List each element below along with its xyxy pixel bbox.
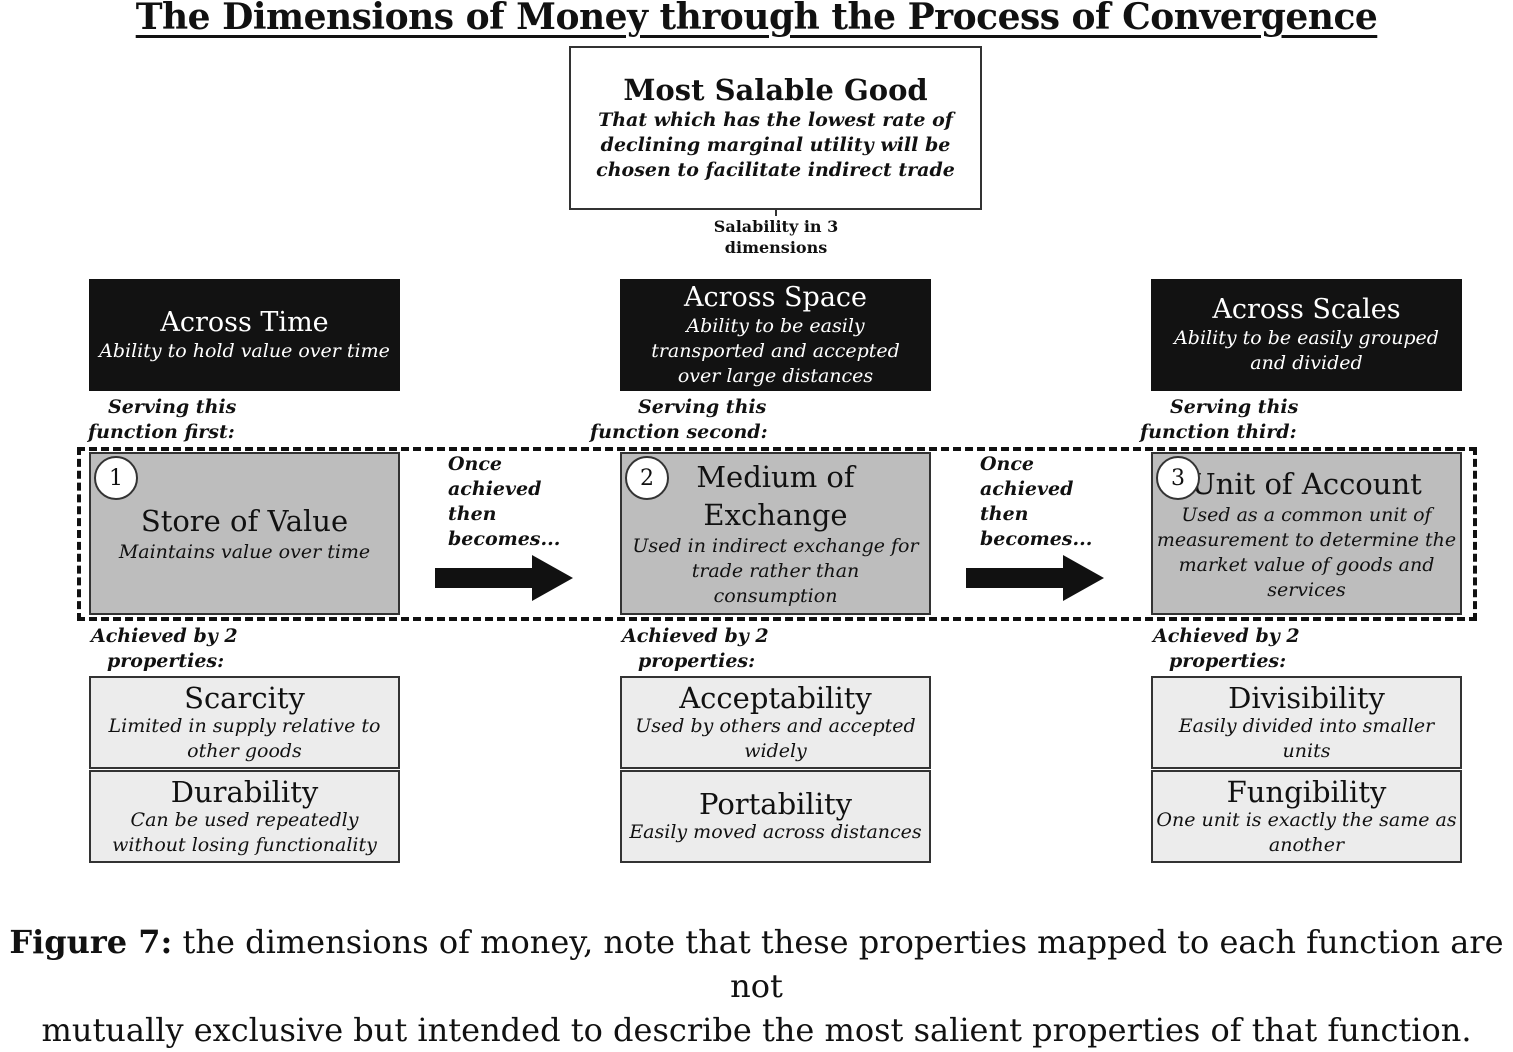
property-heading: Portability xyxy=(698,787,853,821)
caption-label: Figure 7: xyxy=(9,923,173,961)
function-description: Used in indirect exchange for trade rath… xyxy=(632,535,919,607)
property-box-scarcity: Scarcity Limited in supply relative to o… xyxy=(89,676,400,769)
property-box-acceptability: Acceptability Used by others and accepte… xyxy=(620,676,931,769)
right-arrow-icon xyxy=(966,555,1104,601)
property-description: Easily moved across distances xyxy=(629,821,922,843)
function-box-store-of-value: Store of Value Maintains value over time xyxy=(89,452,400,615)
caption-line-1: Figure 7: the dimensions of money, note … xyxy=(9,923,1504,1005)
function-description: Used as a common unit of measurement to … xyxy=(1156,503,1457,601)
dimension-description: Ability to be easily grouped and divided xyxy=(1174,327,1439,374)
function-heading: Medium of Exchange xyxy=(696,460,855,532)
function-heading: Unit of Account xyxy=(1191,466,1422,501)
dimension-box-across-time: Across Time Ability to hold value over t… xyxy=(89,279,400,391)
achieved-label: Achieved by 2 properties: xyxy=(1153,625,1300,672)
function-description: Maintains value over time xyxy=(118,541,371,563)
dimension-heading: Across Scales xyxy=(1212,294,1401,325)
property-box-fungibility: Fungibility One unit is exactly the same… xyxy=(1151,770,1462,863)
property-heading: Fungibility xyxy=(1226,774,1387,809)
convergence-dashed-frame xyxy=(77,447,1477,621)
function-heading: Store of Value xyxy=(140,504,349,538)
property-heading: Acceptability xyxy=(679,680,872,715)
diagram-title: The Dimensions of Money through the Proc… xyxy=(135,0,1378,38)
property-box-durability: Durability Can be used repeatedly withou… xyxy=(89,770,400,863)
serving-label-first: Serving this function first: xyxy=(88,396,237,443)
step-number-badge: 3 xyxy=(1156,456,1200,500)
dimension-description: Ability to be easily transported and acc… xyxy=(651,314,900,387)
property-box-portability: Portability Easily moved across distance… xyxy=(620,770,931,863)
right-arrow-icon xyxy=(435,555,573,601)
dimension-box-across-space: Across Space Ability to be easily transp… xyxy=(620,279,931,391)
achieved-label: Achieved by 2 properties: xyxy=(622,625,769,672)
connector-line xyxy=(775,210,777,216)
property-description: One unit is exactly the same as another xyxy=(1156,808,1457,856)
most-salable-good-description: That which has the lowest rate of declin… xyxy=(596,109,955,181)
connector-label: Salability in 3 dimensions xyxy=(713,217,839,257)
step-number-badge: 2 xyxy=(625,456,669,500)
most-salable-good-heading: Most Salable Good xyxy=(623,73,928,107)
dimension-heading: Across Time xyxy=(160,306,329,338)
most-salable-good-box: Most Salable Good That which has the low… xyxy=(569,46,982,210)
property-heading: Scarcity xyxy=(184,680,305,715)
property-heading: Divisibility xyxy=(1228,680,1385,715)
property-description: Limited in supply relative to other good… xyxy=(108,714,381,762)
dimension-box-across-scales: Across Scales Ability to be easily group… xyxy=(1151,279,1462,391)
serving-label-second: Serving this function second: xyxy=(590,396,768,443)
dimension-description: Ability to hold value over time xyxy=(99,339,390,362)
property-description: Used by others and accepted widely xyxy=(635,714,916,762)
dimension-heading: Across Space xyxy=(683,281,868,313)
property-description: Can be used repeatedly without losing fu… xyxy=(112,808,377,856)
property-description: Easily divided into smaller units xyxy=(1178,714,1435,762)
figure-caption: Figure 7: the dimensions of money, note … xyxy=(0,920,1513,1052)
achieved-label: Achieved by 2 properties: xyxy=(91,625,238,672)
property-heading: Durability xyxy=(170,774,319,809)
function-box-unit-of-account: Unit of Account Used as a common unit of… xyxy=(1151,452,1462,615)
caption-line-2: mutually exclusive but intended to descr… xyxy=(41,1011,1472,1049)
transition-label: Once achieved then becomes... xyxy=(448,453,561,550)
property-box-divisibility: Divisibility Easily divided into smaller… xyxy=(1151,676,1462,769)
transition-label: Once achieved then becomes... xyxy=(980,453,1093,550)
function-box-medium-of-exchange: Medium of Exchange Used in indirect exch… xyxy=(620,452,931,615)
serving-label-third: Serving this function third: xyxy=(1140,396,1299,443)
step-number-badge: 1 xyxy=(94,456,138,500)
